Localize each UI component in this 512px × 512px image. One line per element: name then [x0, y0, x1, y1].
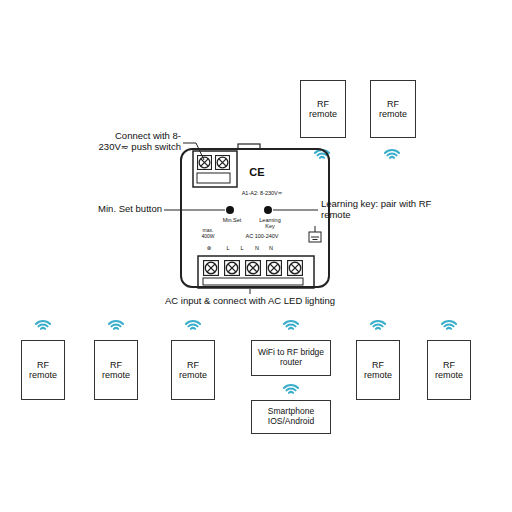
ac-terminal-block	[198, 256, 314, 288]
terminal-label: N	[255, 245, 259, 251]
node-text: Smartphone IOS/Android	[255, 407, 327, 427]
rf-remote: RF remote	[94, 340, 138, 400]
rf-remote: RF remote	[356, 340, 400, 400]
rating-text: A1-A2: 8-230V≂	[242, 190, 283, 196]
leader-lines	[164, 143, 318, 294]
rf-remote: RF remote	[300, 80, 346, 138]
node-text: RF remote	[98, 360, 134, 381]
rf-remote: RF remote	[427, 340, 471, 400]
node-text: RF remote	[304, 99, 342, 120]
antenna-symbol	[309, 226, 321, 242]
button-label: Min.Set	[223, 217, 242, 223]
callout-label: AC input & connect with AC LED lighting	[160, 296, 340, 307]
ce-mark: CE	[249, 166, 264, 178]
terminal-label: L	[240, 245, 243, 251]
node-text: RF remote	[25, 360, 61, 381]
rf-remote: RF remote	[370, 80, 416, 138]
node-text: RF remote	[374, 99, 412, 120]
terminal-label: N	[269, 245, 273, 251]
learning-key-button	[264, 206, 272, 214]
callout-label: Min. Set button	[72, 204, 162, 215]
button-label: Learning Key	[257, 217, 283, 229]
callout-label: Learning key: pair with RF remote	[321, 199, 441, 221]
node-text: RF remote	[360, 360, 396, 381]
bridge-router: WiFi to RF bridge router	[251, 340, 331, 376]
callout-label: Connect with 8-230V≂ push switch	[88, 131, 181, 153]
rf-remote: RF remote	[171, 340, 215, 400]
node-text: WiFi to RF bridge router	[255, 348, 327, 368]
rf-remote: RF remote	[21, 340, 65, 400]
smartphone: Smartphone IOS/Android	[251, 400, 331, 434]
terminal-label: L	[226, 245, 229, 251]
node-text: RF remote	[175, 360, 211, 381]
node-text: RF remote	[431, 360, 467, 381]
terminal-label: ⊗	[207, 245, 212, 251]
switch-terminal-block	[193, 151, 237, 187]
rating-text: AC 100-240V	[245, 233, 278, 239]
dimmer-module: CE A1-A2: 8-230V≂ Min.Set Learning Key max. …	[180, 148, 330, 288]
rating-text: max. 400W	[197, 228, 219, 239]
min-set-button	[226, 206, 234, 214]
